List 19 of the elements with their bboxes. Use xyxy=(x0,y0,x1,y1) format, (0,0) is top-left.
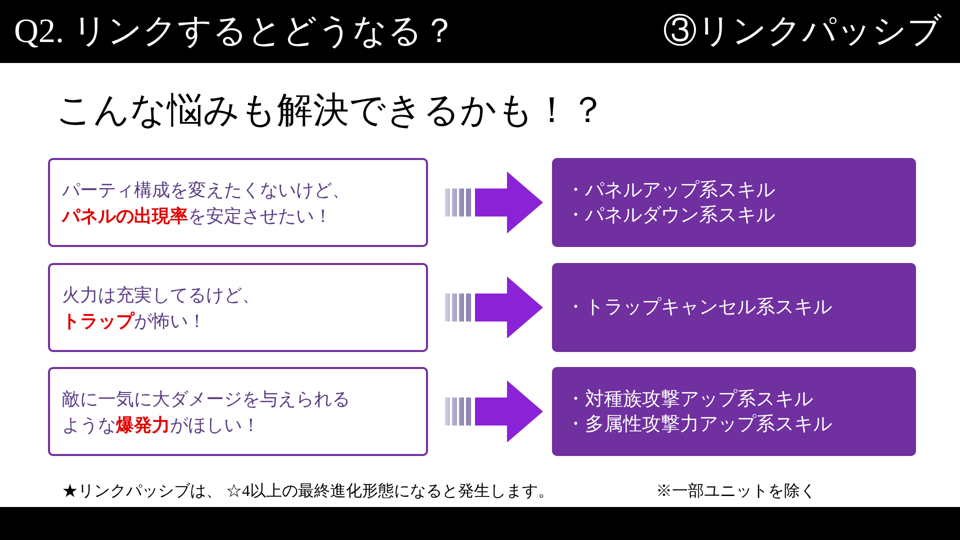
skill-item: ・トラップキャンセル系スキル xyxy=(566,296,833,320)
heading: こんな悩みも解決できるかも！？ xyxy=(56,89,606,132)
problem-text: 火力は充実してるけど、トラップが怖い！ xyxy=(62,284,261,332)
solution-box xyxy=(552,367,916,456)
problem-box xyxy=(48,158,428,247)
skill-item: ・パネルダウン系スキル xyxy=(566,204,776,228)
problem-text: パーティ構成を変えたくないけど、パネルの出現率を安定させたい！ xyxy=(62,178,351,228)
solution-box xyxy=(552,158,916,247)
problem-box xyxy=(48,263,428,352)
title: Q2. リンクするとどうなる？ xyxy=(14,12,457,52)
footnote: ★リンクパッシブは、 ☆4以上の最終進化形態になると発生します。 xyxy=(62,482,554,502)
skill-item: ・対種族攻撃アップ系スキル xyxy=(566,388,814,412)
skill-item: ・多属性攻撃力アップ系スキル xyxy=(566,412,833,436)
problem-text: 敵に一気に大ダメージを与えられるような爆発力がほしい！ xyxy=(62,388,351,436)
problem-box xyxy=(48,367,428,456)
footnote: ※一部ユニットを除く xyxy=(656,482,816,502)
skill-item: ・パネルアップ系スキル xyxy=(566,178,776,202)
section-label: ③リンクパッシブ xyxy=(663,12,942,52)
solution-box xyxy=(552,263,916,352)
